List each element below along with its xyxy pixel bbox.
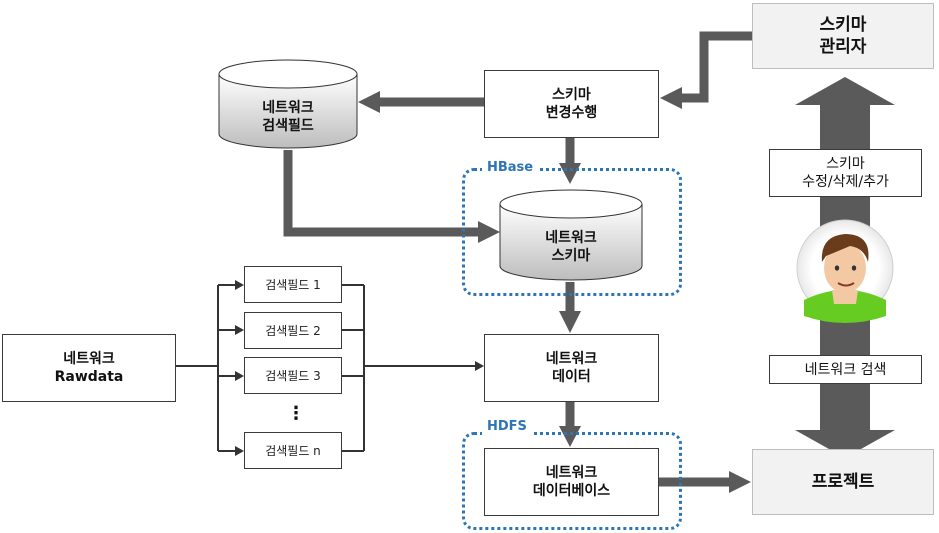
search-field-db-label: 네트워크 검색필드 xyxy=(262,100,314,134)
network-schema-db-label: 네트워크 스키마 xyxy=(545,230,597,264)
network-data-box: 네트워크 데이터 xyxy=(484,334,659,402)
search-field-ellipsis: ⋮ xyxy=(287,403,305,424)
network-database-box: 네트워크 데이터베이스 xyxy=(484,448,659,516)
search-field-1: 검색필드 1 xyxy=(244,266,342,303)
arrow-head xyxy=(559,311,581,333)
schema-admin-box: 스키마 관리자 xyxy=(752,3,934,69)
project-box: 프로젝트 xyxy=(752,449,934,515)
arrow-admin-to-change xyxy=(680,31,752,103)
schema-edit-label: 스키마 수정/삭제/추가 xyxy=(769,149,922,197)
arrow-head xyxy=(358,91,380,113)
search-field-3: 검색필드 3 xyxy=(244,357,342,394)
rawdata-box: 네트워크 Rawdata xyxy=(2,334,176,402)
hbase-group-label: HBase xyxy=(482,160,539,176)
arrow-head xyxy=(660,87,682,109)
fanout-heads xyxy=(235,280,484,456)
schema-change-box: 스키마 변경수행 xyxy=(484,70,659,138)
hdfs-group xyxy=(462,432,682,530)
fanout-lines xyxy=(176,284,476,452)
arrow-head xyxy=(478,221,500,243)
cylinder-search-field xyxy=(218,59,358,149)
arrow-head xyxy=(729,471,751,493)
search-field-2: 검색필드 2 xyxy=(244,312,342,349)
arrow-head xyxy=(559,426,581,447)
cylinder-network-schema xyxy=(499,189,643,281)
arrow-searchfield-to-schema xyxy=(283,150,480,237)
hdfs-group-label: HDFS xyxy=(482,419,532,435)
hbase-group xyxy=(462,168,682,296)
person-avatar-icon xyxy=(796,219,894,323)
network-search-label: 네트워크 검색 xyxy=(769,355,922,384)
search-field-n: 검색필드 n xyxy=(244,432,342,469)
